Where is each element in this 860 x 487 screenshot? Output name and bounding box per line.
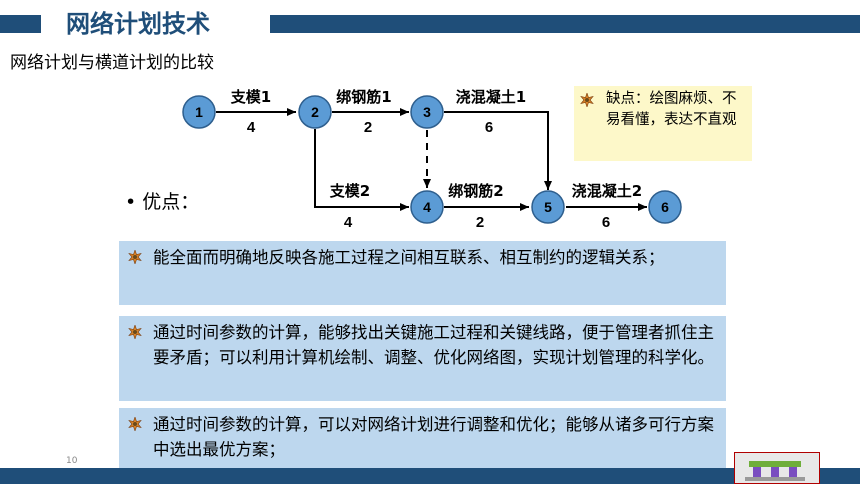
activity-duration-1: 4 bbox=[247, 119, 256, 136]
node-2: 2 bbox=[298, 95, 332, 129]
bullet-burst-icon bbox=[128, 417, 142, 431]
activity-label-1: 支模1 bbox=[230, 88, 271, 106]
construction-logo-image bbox=[734, 452, 820, 484]
svg-text:3: 3 bbox=[423, 104, 431, 120]
activity-duration-4: 4 bbox=[344, 214, 353, 231]
node-6: 6 bbox=[648, 190, 682, 224]
node-4: 4 bbox=[410, 190, 444, 224]
svg-text:6: 6 bbox=[661, 199, 669, 215]
activity-label-4: 支模2 bbox=[329, 182, 370, 200]
activity-duration-2: 2 bbox=[364, 119, 372, 136]
bullet-burst-icon bbox=[580, 93, 594, 107]
activity-duration-3: 6 bbox=[485, 119, 493, 136]
activity-duration-5: 2 bbox=[476, 214, 484, 231]
svg-text:2: 2 bbox=[311, 104, 319, 120]
page-title: 网络计划技术 bbox=[66, 10, 210, 38]
point-text-1: 能全面而明确地反映各施工过程之间相互联系、相互制约的逻辑关系； bbox=[153, 248, 665, 267]
activity-label-6: 浇混凝土2 bbox=[572, 182, 642, 200]
bullet-burst-icon bbox=[128, 250, 142, 264]
node-5: 5 bbox=[531, 190, 565, 224]
point-text-2: 通过时间参数的计算，能够找出关键施工过程和关键线路，便于管理者抓住主要矛盾；可以… bbox=[153, 323, 714, 367]
activity-duration-6: 6 bbox=[602, 214, 610, 231]
note-text: 缺点：绘图麻烦、不易看懂，表达不直观 bbox=[606, 91, 737, 128]
header-bar-right bbox=[270, 15, 860, 33]
arrow-2-4 bbox=[314, 129, 409, 211]
node-1: 1 bbox=[182, 95, 216, 129]
advantages-label: • 优点： bbox=[125, 191, 200, 213]
disadvantage-note: 缺点：绘图麻烦、不易看懂，表达不直观 bbox=[574, 86, 752, 161]
page-number: 10 bbox=[66, 456, 78, 466]
svg-text:4: 4 bbox=[423, 199, 431, 215]
node-3: 3 bbox=[410, 95, 444, 129]
activity-label-3: 浇混凝土1 bbox=[456, 88, 526, 106]
activity-label-2: 绑钢筋1 bbox=[336, 88, 391, 106]
point-box-1: 能全面而明确地反映各施工过程之间相互联系、相互制约的逻辑关系； bbox=[119, 241, 726, 305]
point-text-3: 通过时间参数的计算，可以对网络计划进行调整和优化；能够从诸多可行方案中选出最优方… bbox=[153, 415, 714, 459]
subtitle: 网络计划与横道计划的比较 bbox=[10, 53, 214, 73]
header-bar-left bbox=[0, 15, 41, 33]
point-box-3: 通过时间参数的计算，可以对网络计划进行调整和优化；能够从诸多可行方案中选出最优方… bbox=[119, 408, 726, 468]
activity-label-5: 绑钢筋2 bbox=[448, 182, 503, 200]
bullet-burst-icon bbox=[128, 325, 142, 339]
svg-text:5: 5 bbox=[544, 199, 552, 215]
svg-text:1: 1 bbox=[195, 104, 203, 120]
point-box-2: 通过时间参数的计算，能够找出关键施工过程和关键线路，便于管理者抓住主要矛盾；可以… bbox=[119, 316, 726, 401]
footer-bar bbox=[0, 468, 860, 484]
network-diagram: 1 2 3 4 5 6 支模1 4 绑钢筋1 2 浇混凝土1 6 支模2 4 绑… bbox=[182, 88, 682, 231]
arrow-3-5 bbox=[444, 111, 552, 190]
